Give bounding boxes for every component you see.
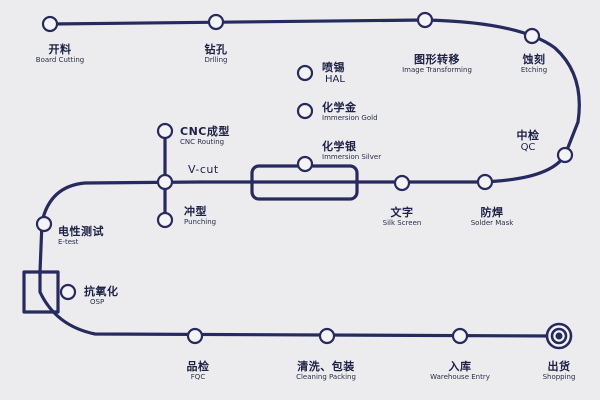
step-label-en: QC: [520, 141, 536, 153]
step-label-cn: 品检: [186, 360, 210, 373]
step-label-cn: 化学金: [322, 101, 357, 114]
flow-line-loop: [38, 180, 557, 338]
node-warehouse-entry: [451, 327, 469, 345]
step-drilling: 钻孔 Drlling: [188, 44, 244, 64]
node-drilling: [207, 13, 225, 31]
step-label-en: Cleaning Packing: [296, 372, 356, 381]
step-etching: 蚀刻 Etching: [514, 54, 554, 74]
node-immersion-silver: [296, 155, 314, 173]
step-label-en: FQC: [190, 372, 206, 381]
step-label-cn: 冲型: [184, 205, 207, 218]
node-hal: [296, 64, 314, 82]
osp-box: [22, 270, 60, 314]
step-label-en: Solder Mask: [470, 218, 514, 227]
step-silk-screen: 文字 Silk Screen: [376, 207, 428, 227]
step-label-en: Punching: [184, 217, 217, 226]
step-label-en: Immersion Silver: [322, 152, 382, 161]
step-label-cn: 化学银: [322, 140, 357, 153]
step-label-cn: 电性测试: [58, 225, 104, 238]
step-label-cn: 钻孔: [204, 43, 228, 56]
step-qc: 中检 QC: [508, 130, 548, 153]
step-image-transforming: 图形转移 Image Transforming: [392, 54, 482, 74]
step-label-cn: 蚀刻: [522, 53, 546, 66]
node-board-cutting: [41, 15, 59, 33]
step-label-cn: 入库: [448, 360, 472, 373]
node-shopping-ring-2: [555, 332, 563, 340]
node-vcut: [156, 173, 174, 191]
step-punching: 冲型 Punching: [184, 206, 244, 226]
step-label-cn: 出货: [547, 360, 571, 373]
node-cnc-routing: [156, 122, 174, 140]
step-label-cn: 抗氧化: [84, 285, 119, 298]
step-label-cn: 中检: [516, 129, 540, 142]
step-fqc: 品检 FQC: [178, 361, 218, 381]
step-label-cn: 防焊: [480, 206, 504, 219]
step-immersion-silver: 化学银 Immersion Silver: [322, 141, 402, 161]
step-label-cn: CNC成型: [180, 125, 230, 138]
node-etching: [523, 27, 541, 45]
node-qc: [556, 146, 574, 164]
step-hal: 喷锡 HAL: [322, 62, 382, 85]
step-label-cn: V-cut: [188, 163, 219, 176]
step-label-en: OSP: [90, 297, 105, 306]
node-fqc: [186, 327, 204, 345]
step-shopping: 出货 Shopping: [534, 361, 584, 381]
step-label-en: Shopping: [542, 372, 576, 381]
flow-line-top: [48, 18, 581, 184]
step-label-en: E-test: [58, 237, 79, 246]
node-punching: [156, 211, 174, 229]
node-osp: [59, 283, 77, 301]
step-label-en: Warehouse Entry: [430, 372, 490, 381]
step-label-cn: 喷锡: [322, 61, 345, 74]
step-label-en: Board Cutting: [35, 55, 85, 64]
step-label-en: CNC Routing: [180, 137, 225, 146]
step-osp: 抗氧化 OSP: [84, 286, 134, 306]
step-label-en: Silk Screen: [382, 218, 422, 227]
step-cnc-routing: CNC成型 CNC Routing: [180, 126, 250, 146]
node-etest: [35, 215, 53, 233]
step-label-en: Etching: [520, 65, 548, 74]
node-image-transforming: [416, 11, 434, 29]
step-label-en: Image Transforming: [402, 65, 472, 74]
node-immersion-gold: [296, 102, 314, 120]
step-etest: 电性测试 E-test: [58, 226, 118, 246]
step-vcut: V-cut: [188, 164, 238, 176]
step-label-cn: 开料: [48, 43, 72, 56]
step-label-cn: 图形转移: [414, 53, 460, 66]
step-label-en: Drlling: [204, 55, 228, 64]
node-cleaning-packing: [318, 327, 336, 345]
step-board-cutting: 开料 Board Cutting: [30, 44, 90, 64]
step-cleaning-packing: 清洗、包装 Cleaning Packing: [286, 361, 366, 381]
step-label-en: HAL: [325, 73, 345, 85]
node-silk-screen: [393, 174, 411, 192]
step-label-cn: 清洗、包装: [297, 360, 355, 373]
step-solder-mask: 防焊 Solder Mask: [462, 207, 522, 227]
step-label-en: Immersion Gold: [322, 113, 378, 122]
step-immersion-gold: 化学金 Immersion Gold: [322, 102, 402, 122]
step-warehouse-entry: 入库 Warehouse Entry: [422, 361, 498, 381]
step-label-cn: 文字: [390, 206, 414, 219]
node-solder-mask: [476, 173, 494, 191]
